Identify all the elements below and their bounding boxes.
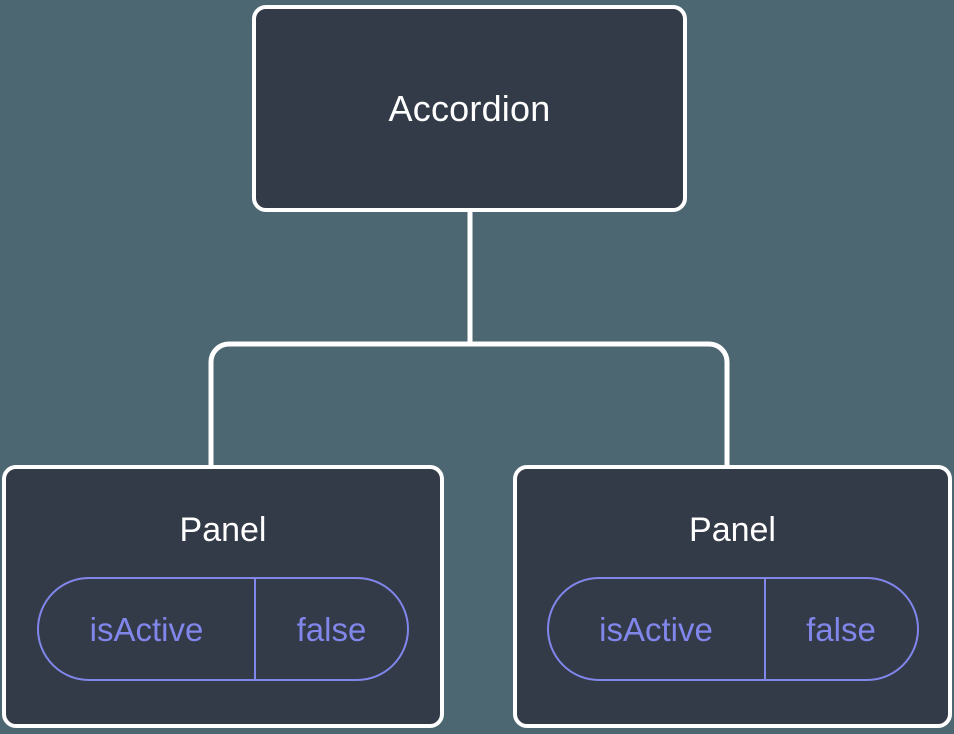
- panel-node-label: Panel: [179, 511, 267, 549]
- panel-node-label: Panel: [689, 511, 776, 549]
- state-badge[interactable]: isActive false: [37, 577, 409, 681]
- state-badge-value: false: [254, 579, 407, 679]
- root-node-label: Accordion: [388, 87, 551, 129]
- connector-branch-right: [470, 341, 730, 465]
- state-badge-value: false: [763, 579, 917, 679]
- state-badge-key: isActive: [89, 610, 204, 648]
- state-badge-key: isActive: [599, 610, 713, 648]
- tree-node-root[interactable]: Accordion: [252, 5, 687, 212]
- state-badge[interactable]: isActive false: [546, 577, 919, 681]
- tree-node-panel-0[interactable]: Panel isActive false: [2, 465, 444, 728]
- tree-node-panel-1[interactable]: Panel isActive false: [513, 465, 952, 728]
- connector-branch-left: [208, 341, 470, 465]
